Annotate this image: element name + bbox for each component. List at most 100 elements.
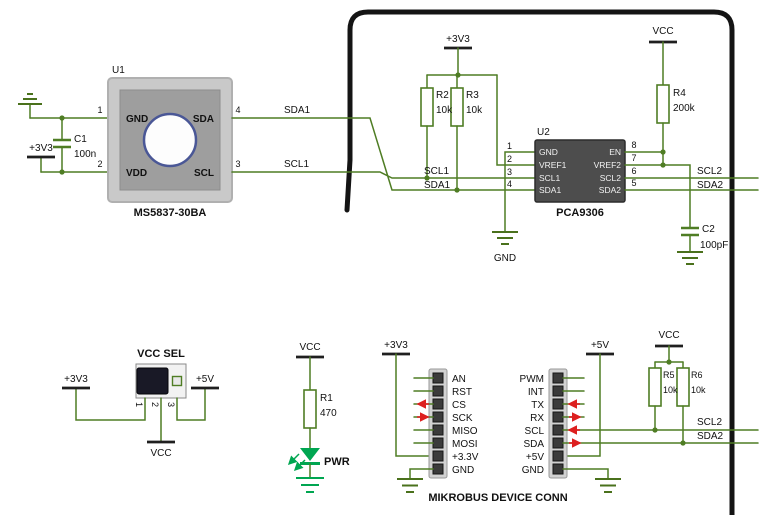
c2-ref: C2 [702,224,715,235]
r4-ref: R4 [673,88,686,99]
header-pad [552,385,564,397]
capacitor-c2 [681,226,699,253]
power-label-vcc-pullups: VCC [658,330,679,341]
u1-ref: U1 [112,65,125,76]
mikrobus-title: MIKROBUS DEVICE CONN [428,492,567,504]
board-outline [344,9,735,515]
wire-sel-5v [176,387,206,421]
mikrobus-pin-label: AN [452,374,466,385]
u1-pin-gnd-label: GND [126,114,148,125]
junction-dot [660,149,666,155]
net-scl1-wire [231,171,536,179]
junction-dot [652,427,658,433]
header-pad [552,424,564,436]
pwr-led-label: PWR [324,456,350,468]
wire-left-gnd [409,468,434,480]
r6-value: 10k [691,385,706,395]
junction-dot [455,72,461,78]
u2-pin-label: VREF1 [539,160,567,170]
u2-pin-number: 6 [631,166,636,176]
u2-pin-label: VREF2 [594,160,622,170]
net-label-scl2: SCL2 [697,166,722,177]
resistor-r5 [648,361,662,431]
r2-value: 10k [436,105,453,116]
led-symbol [287,448,320,472]
r4-value: 200k [673,103,696,114]
wire-mikrobus-3v3 [395,353,434,457]
junction-dot [454,187,460,193]
u2-pin-number: 4 [507,179,512,189]
c1-ref: C1 [74,134,87,145]
u2-ref: U2 [537,127,550,138]
u2-pin-label: SDA2 [599,185,621,195]
mikrobus-pin-label: SCK [452,413,473,424]
wire-vref2 [624,164,691,229]
chip-u1: GND SDA VDD SCL [107,77,233,203]
jumper-pad-3 [171,375,183,387]
power-label-3v3-sel: +3V3 [64,374,88,385]
resistor-r3 [450,74,464,191]
vcc-sel-title: VCC SEL [137,348,185,360]
ground-symbol-u2 [492,231,518,245]
power-label-vcc-led: VCC [299,342,320,353]
net-label-scl1-mid: SCL1 [424,166,449,177]
header-pad [552,463,564,475]
u1-pin-number-1: 1 [97,105,102,115]
ground-symbol-mikrobus-right [595,478,621,493]
mikrobus-pin-label: RST [452,387,472,398]
wire-mikrobus-5v [562,353,601,457]
u2-pin-number: 5 [631,178,636,188]
u1-pin-vdd-label: VDD [126,168,147,179]
r3-ref: R3 [466,90,479,101]
r5-value: 10k [663,385,678,395]
net-label-scl2-bottom: SCL2 [697,417,722,428]
u2-pin-number: 1 [507,141,512,151]
header-pad [552,398,564,410]
power-label-5v-sel: +5V [196,374,214,385]
resistor-r1 [303,356,317,449]
r5-ref: R5 [663,370,675,380]
power-label-3v3-sensor: +3V3 [29,143,53,154]
header-pad [432,411,444,423]
header-pad [432,372,444,384]
mikrobus-pin-label: INT [528,387,544,398]
power-label-5v-mikrobus: +5V [591,340,609,351]
junction-dot [59,115,65,121]
wire-vref1 [496,74,536,166]
net-sda1-wire [231,117,536,191]
mikrobus-pin-label: GND [522,465,544,476]
mikrobus-circuit: +3V3 +5V AN RST CS SCK MISO [382,330,759,504]
header-pad [432,424,444,436]
junction-dot [680,440,686,446]
power-label-3v3-mikrobus: +3V3 [384,340,408,351]
mikrobus-pin-label: SDA [523,439,544,450]
chip-u2: GND VREF1 SCL1 SDA1 EN VREF2 SCL2 SDA2 [534,139,626,203]
header-pad [552,450,564,462]
u2-pin-label: EN [609,147,621,157]
mikrobus-pin-label: +5V [526,452,544,463]
header-pad [432,385,444,397]
resistor-r6 [676,361,690,444]
u2-pin-number: 3 [507,167,512,177]
level-translator-circuit: +3V3 R2 10k R3 10k SCL1 SDA1 [420,26,759,265]
pwr-led-circuit: VCC R1 470 PWR [287,342,350,493]
u2-pin-label: GND [539,147,558,157]
jumper-pin-number-2: 2 [150,402,160,407]
jumper-pin-number-3: 3 [166,402,176,407]
u2-pin-label: SDA1 [539,185,561,195]
u1-pin-sda-label: SDA [193,114,214,125]
power-label-3v3-pullups: +3V3 [446,34,470,45]
mikrobus-pin-label: MISO [452,426,478,437]
net-label-scl1: SCL1 [284,159,309,170]
led-emission-arrow [287,453,300,466]
c2-value: 100pF [700,240,728,251]
wire-sel-3v3 [75,387,146,421]
ground-symbol-led [296,477,324,493]
u1-part-name: MS5837-30BA [134,207,207,219]
sensor-port-circle [142,112,198,168]
net-label-sda2-bottom: SDA2 [697,431,724,442]
gnd-label-u2: GND [494,253,516,264]
header-pad [432,437,444,449]
ground-symbol-mikrobus-left [397,478,423,493]
mikrobus-pin-label: SCL [525,426,545,437]
